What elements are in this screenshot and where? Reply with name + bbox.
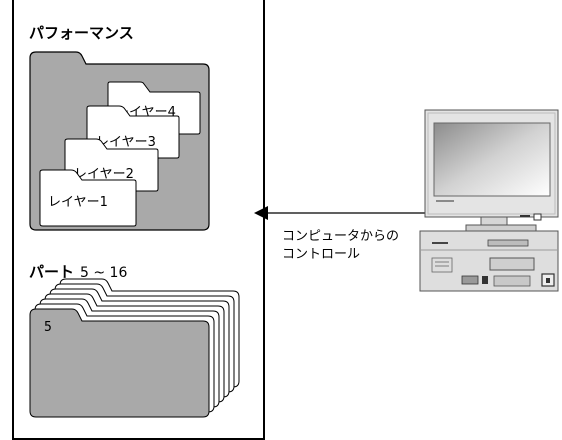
layer-label-3: レイヤー3 xyxy=(96,135,156,150)
part-title: パート 5 ~ 16 xyxy=(29,261,127,282)
computer-illustration xyxy=(419,109,559,292)
part-folder-stack xyxy=(29,278,240,418)
part-front-number: 5 xyxy=(44,320,52,335)
control-caption: コンピュータからの コントロール xyxy=(282,228,399,264)
performance-title: パフォーマンス xyxy=(29,24,134,42)
caption-line-2: コントロール xyxy=(282,247,361,262)
monitor-power-button xyxy=(533,213,542,221)
module-panel xyxy=(12,0,265,440)
layer-card-1: レイヤー1 xyxy=(39,169,137,227)
layer-card-2: レイヤー2 xyxy=(64,138,159,192)
cd-drive xyxy=(489,257,535,271)
monitor-stand xyxy=(480,216,508,226)
caption-line-1: コンピュータからの xyxy=(282,229,400,244)
part-range: 5 ~ 16 xyxy=(80,265,128,281)
part-label: パート xyxy=(29,263,75,281)
part-folder-front xyxy=(29,308,210,418)
layer-label-1: レイヤー1 xyxy=(48,195,108,210)
layer-card-3: レイヤー3 xyxy=(86,105,180,159)
floppy-drive xyxy=(487,239,529,247)
control-arrow-head xyxy=(254,206,268,220)
layer-label-2: レイヤー2 xyxy=(74,167,134,182)
monitor-screen xyxy=(433,122,551,197)
